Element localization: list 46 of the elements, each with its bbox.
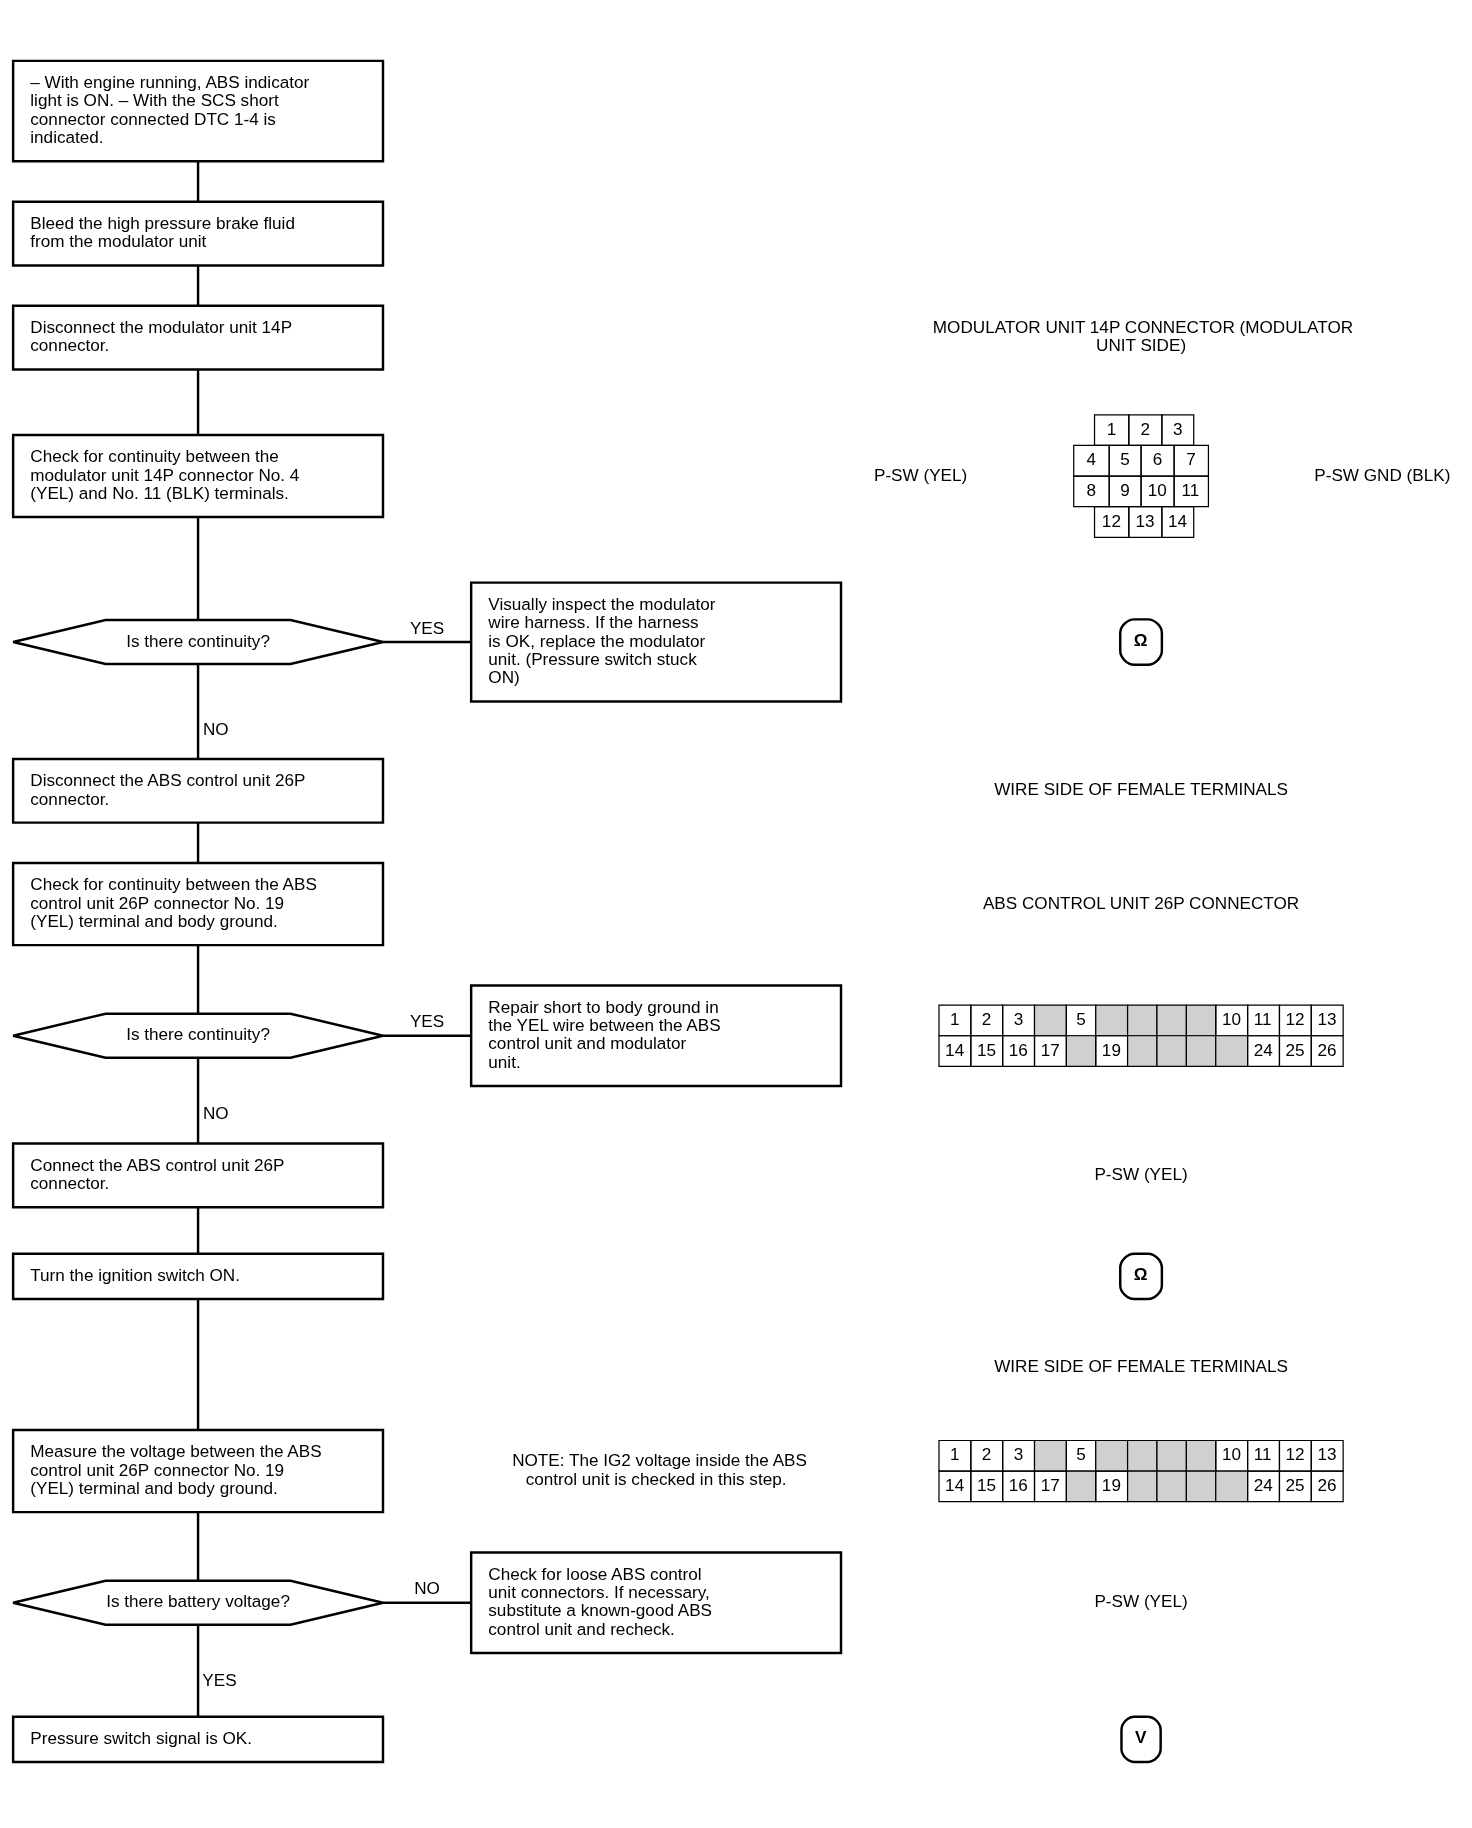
connector xyxy=(196,1298,200,1430)
label: WIRE SIDE OF FEMALE TERMINALS xyxy=(994,1355,1288,1376)
label: P-SW (YEL) xyxy=(1094,1590,1188,1611)
node-box: Disconnect the ABS control unit 26P connector. xyxy=(11,757,385,824)
edge-label: YES xyxy=(409,1010,445,1031)
edge-label: YES xyxy=(202,1669,237,1690)
connector xyxy=(383,1601,471,1604)
node-box: Bleed the high pressure brake fluid from the modulator unit xyxy=(11,200,385,267)
connector xyxy=(196,663,200,758)
label: P-SW GND (BLK) xyxy=(1314,464,1451,485)
connector xyxy=(196,369,200,435)
label: P-SW (YEL) xyxy=(874,464,968,485)
node-box: Connect the ABS control unit 26P connector. xyxy=(11,1141,385,1208)
label: Ω xyxy=(1133,629,1148,650)
node-box: Check for loose ABS control unit connectors. If necessary, substitute a known-good ABS control unit and recheck. xyxy=(469,1550,843,1654)
connector xyxy=(196,516,200,620)
connector xyxy=(196,1057,200,1143)
edge-label: NO xyxy=(202,1102,229,1123)
node-box: Check for continuity between the ABS control unit 26P connector No. 19 (YEL) terminal and body ground. xyxy=(11,861,385,946)
connector xyxy=(383,1034,471,1037)
node-box: Disconnect the modulator unit 14P connector. xyxy=(11,304,385,371)
edge-label: YES xyxy=(409,617,445,638)
label: Ω xyxy=(1133,1263,1148,1284)
node-box: Turn the ignition switch ON. xyxy=(11,1252,385,1300)
label: V xyxy=(1134,1726,1147,1747)
edge-label: NO xyxy=(414,1577,440,1598)
connector xyxy=(196,1206,200,1254)
edge-label: NO xyxy=(202,718,229,739)
label: P-SW (YEL) xyxy=(1094,1163,1188,1184)
connector xyxy=(196,944,200,1013)
label: WIRE SIDE OF FEMALE TERMINALS xyxy=(994,778,1288,799)
label: NOTE: The IG2 voltage inside the ABS control unit is checked in this step. xyxy=(512,1449,807,1489)
node-box: Measure the voltage between the ABS control unit 26P connector No. 19 (YEL) terminal and body ground. xyxy=(11,1428,385,1513)
connector xyxy=(196,822,200,863)
label: ABS CONTROL UNIT 26P CONNECTOR xyxy=(982,892,1300,913)
node-box: Visually inspect the modulator wire harness. If the harness is OK, replace the modulator unit. (Pressure switch stuck ON) xyxy=(469,580,843,703)
connector xyxy=(196,1511,200,1580)
connector xyxy=(196,161,200,202)
connector xyxy=(383,640,471,643)
node-box: Check for continuity between the modulator unit 14P connector No. 4 (YEL) and No. 11 (BLK) terminals. xyxy=(11,433,385,518)
node-box: Pressure switch signal is OK. xyxy=(11,1714,385,1763)
node-box: Repair short to body ground in the YEL wire between the ABS control unit and modulator unit. xyxy=(469,983,843,1087)
node-box: – With engine running, ABS indicator light is ON. – With the SCS short connector connected DTC 1-4 is indicated. xyxy=(11,59,385,163)
connector xyxy=(196,1624,200,1716)
label: MODULATOR UNIT 14P CONNECTOR (MODULATOR UNIT SIDE) xyxy=(932,316,1354,355)
connector xyxy=(196,265,200,306)
